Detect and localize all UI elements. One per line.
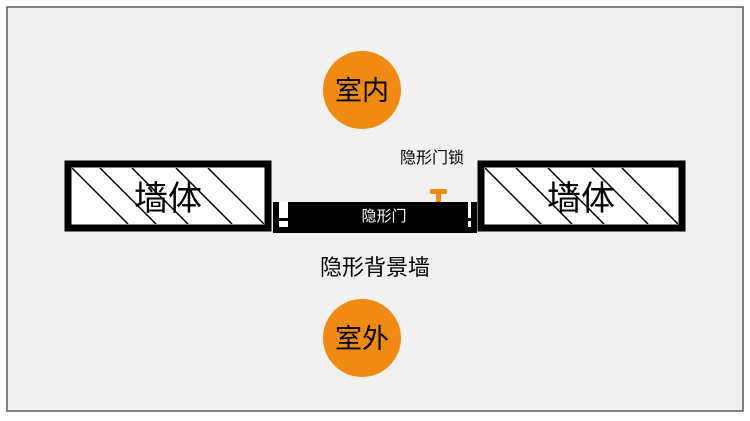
door-notch-left <box>279 218 288 221</box>
wall-left-label: 墙体 <box>134 179 202 219</box>
door-lock-label: 隐形门锁 <box>400 148 464 167</box>
indoor-label: 室内 <box>335 76 389 107</box>
outdoor-marker: 室外 <box>323 299 401 377</box>
wall-right-label: 墙体 <box>547 179 615 219</box>
door-lock <box>430 189 447 202</box>
wall-right: 墙体 <box>477 160 686 232</box>
door-lock-head <box>430 189 447 194</box>
wall-right-hatch <box>485 168 678 224</box>
indoor-marker: 室内 <box>323 51 401 129</box>
wall-right-frame <box>477 160 686 232</box>
wall-left-frame <box>64 160 272 232</box>
wall-left-hatch <box>72 168 264 224</box>
door-notch-right <box>462 218 471 221</box>
outdoor-circle <box>323 299 401 377</box>
wall-left: 墙体 <box>64 160 272 232</box>
door-lock-stem <box>436 193 441 202</box>
background-wall-label: 隐形背景墙 <box>320 256 430 281</box>
door-assembly: 隐形门 <box>273 202 477 233</box>
indoor-circle <box>323 51 401 129</box>
door-leaf <box>288 202 468 227</box>
outdoor-label: 室外 <box>335 324 389 355</box>
door-label: 隐形门 <box>361 207 406 225</box>
